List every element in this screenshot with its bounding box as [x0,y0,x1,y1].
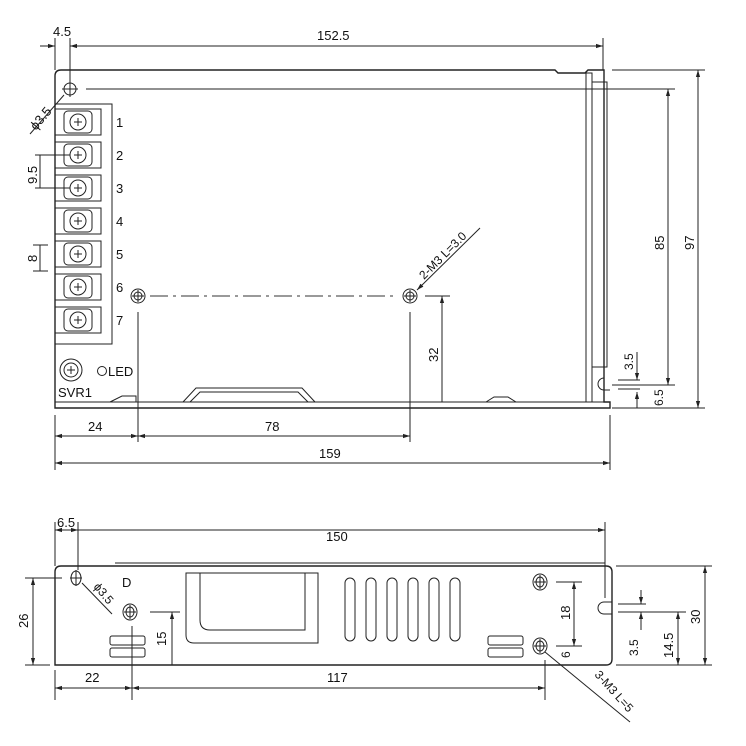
chassis-outline [54,69,611,409]
dim-22: 22 [85,670,99,685]
dim-159: 159 [319,446,341,461]
dim-15: 15 [154,632,169,646]
dim-26: 26 [16,614,31,628]
display-window [185,572,319,644]
vent-slot [386,577,398,642]
led-icon [97,366,107,376]
svr-label: SVR1 [58,385,92,400]
terminal-screw: 4 [54,207,123,235]
screw-icon [74,250,82,258]
dim-32: 32 [426,348,441,362]
vent-slot [344,577,356,642]
dim-24: 24 [88,419,102,434]
screw-icon [74,316,82,324]
dim-9-5: 9.5 [25,166,40,184]
dim-6-5: 6.5 [652,389,666,406]
screw-icon [74,283,82,291]
mount-callout: 2-M3 L=3.0 [416,229,469,282]
terminal-screw: 7 [54,306,123,334]
terminal-number: 7 [116,313,123,328]
vent-slot [407,577,419,642]
screw-icon [74,151,82,159]
dim-78: 78 [265,419,279,434]
m3-hole-icon [122,603,138,621]
side-marking: D [122,575,131,590]
dim-hole-dia: ϕ3.5 [27,104,55,133]
vent-slot [365,577,377,642]
terminal-screw: 1 [54,108,123,136]
mounting-slot [597,377,610,391]
screw-icon [74,217,82,225]
m3-hole-icon [532,573,548,591]
side-mount-callout: 3-M3 L=5 [592,668,637,716]
dim-152-5: 152.5 [317,28,350,43]
terminal-number: 6 [116,280,123,295]
led-label: LED [108,364,133,379]
dim-8: 8 [25,255,40,262]
terminal-number: 5 [116,247,123,262]
side-hole-icon [70,570,82,586]
dim-6-5-side: 6.5 [57,515,75,530]
dim-150: 150 [326,529,348,544]
terminal-screw: 5 [54,240,123,268]
vent-slot [428,577,440,642]
dim-3-5-side: 3.5 [627,639,641,656]
dim-97: 97 [682,236,697,250]
dim-85: 85 [652,236,667,250]
terminal-number: 4 [116,214,123,229]
vent-slots [344,577,461,642]
terminal-number: 3 [116,181,123,196]
side-view: D 6.5 150 ϕ3.5 26 15 [16,515,712,723]
flange [585,72,593,403]
dim-117: 117 [327,670,348,685]
mounting-hole-icon [62,81,78,97]
dim-18: 18 [558,606,573,620]
terminal-number: 1 [116,115,123,130]
svr-potentiometer-icon [59,358,83,382]
m3-hole-icon [532,637,548,655]
m3-hole-icon [130,288,146,304]
top-view: 1 2 3 4 5 6 7 LED SVR1 4.5 152.5 ϕ3.5 [25,24,705,470]
m3-hole-icon [402,288,418,304]
dim-3-5: 3.5 [622,353,636,370]
screw-icon [74,184,82,192]
vent-slot [449,577,461,642]
terminal-screw: 6 [54,273,123,301]
dim-30: 30 [688,610,703,624]
dim-4-5: 4.5 [53,24,71,39]
terminal-number: 2 [116,148,123,163]
dim-14-5: 14.5 [661,633,676,658]
side-slot [597,601,612,615]
side-hole-dia: ϕ3.5 [91,580,117,607]
dim-6: 6 [559,651,573,658]
side-outline [54,565,613,666]
screw-icon [74,118,82,126]
